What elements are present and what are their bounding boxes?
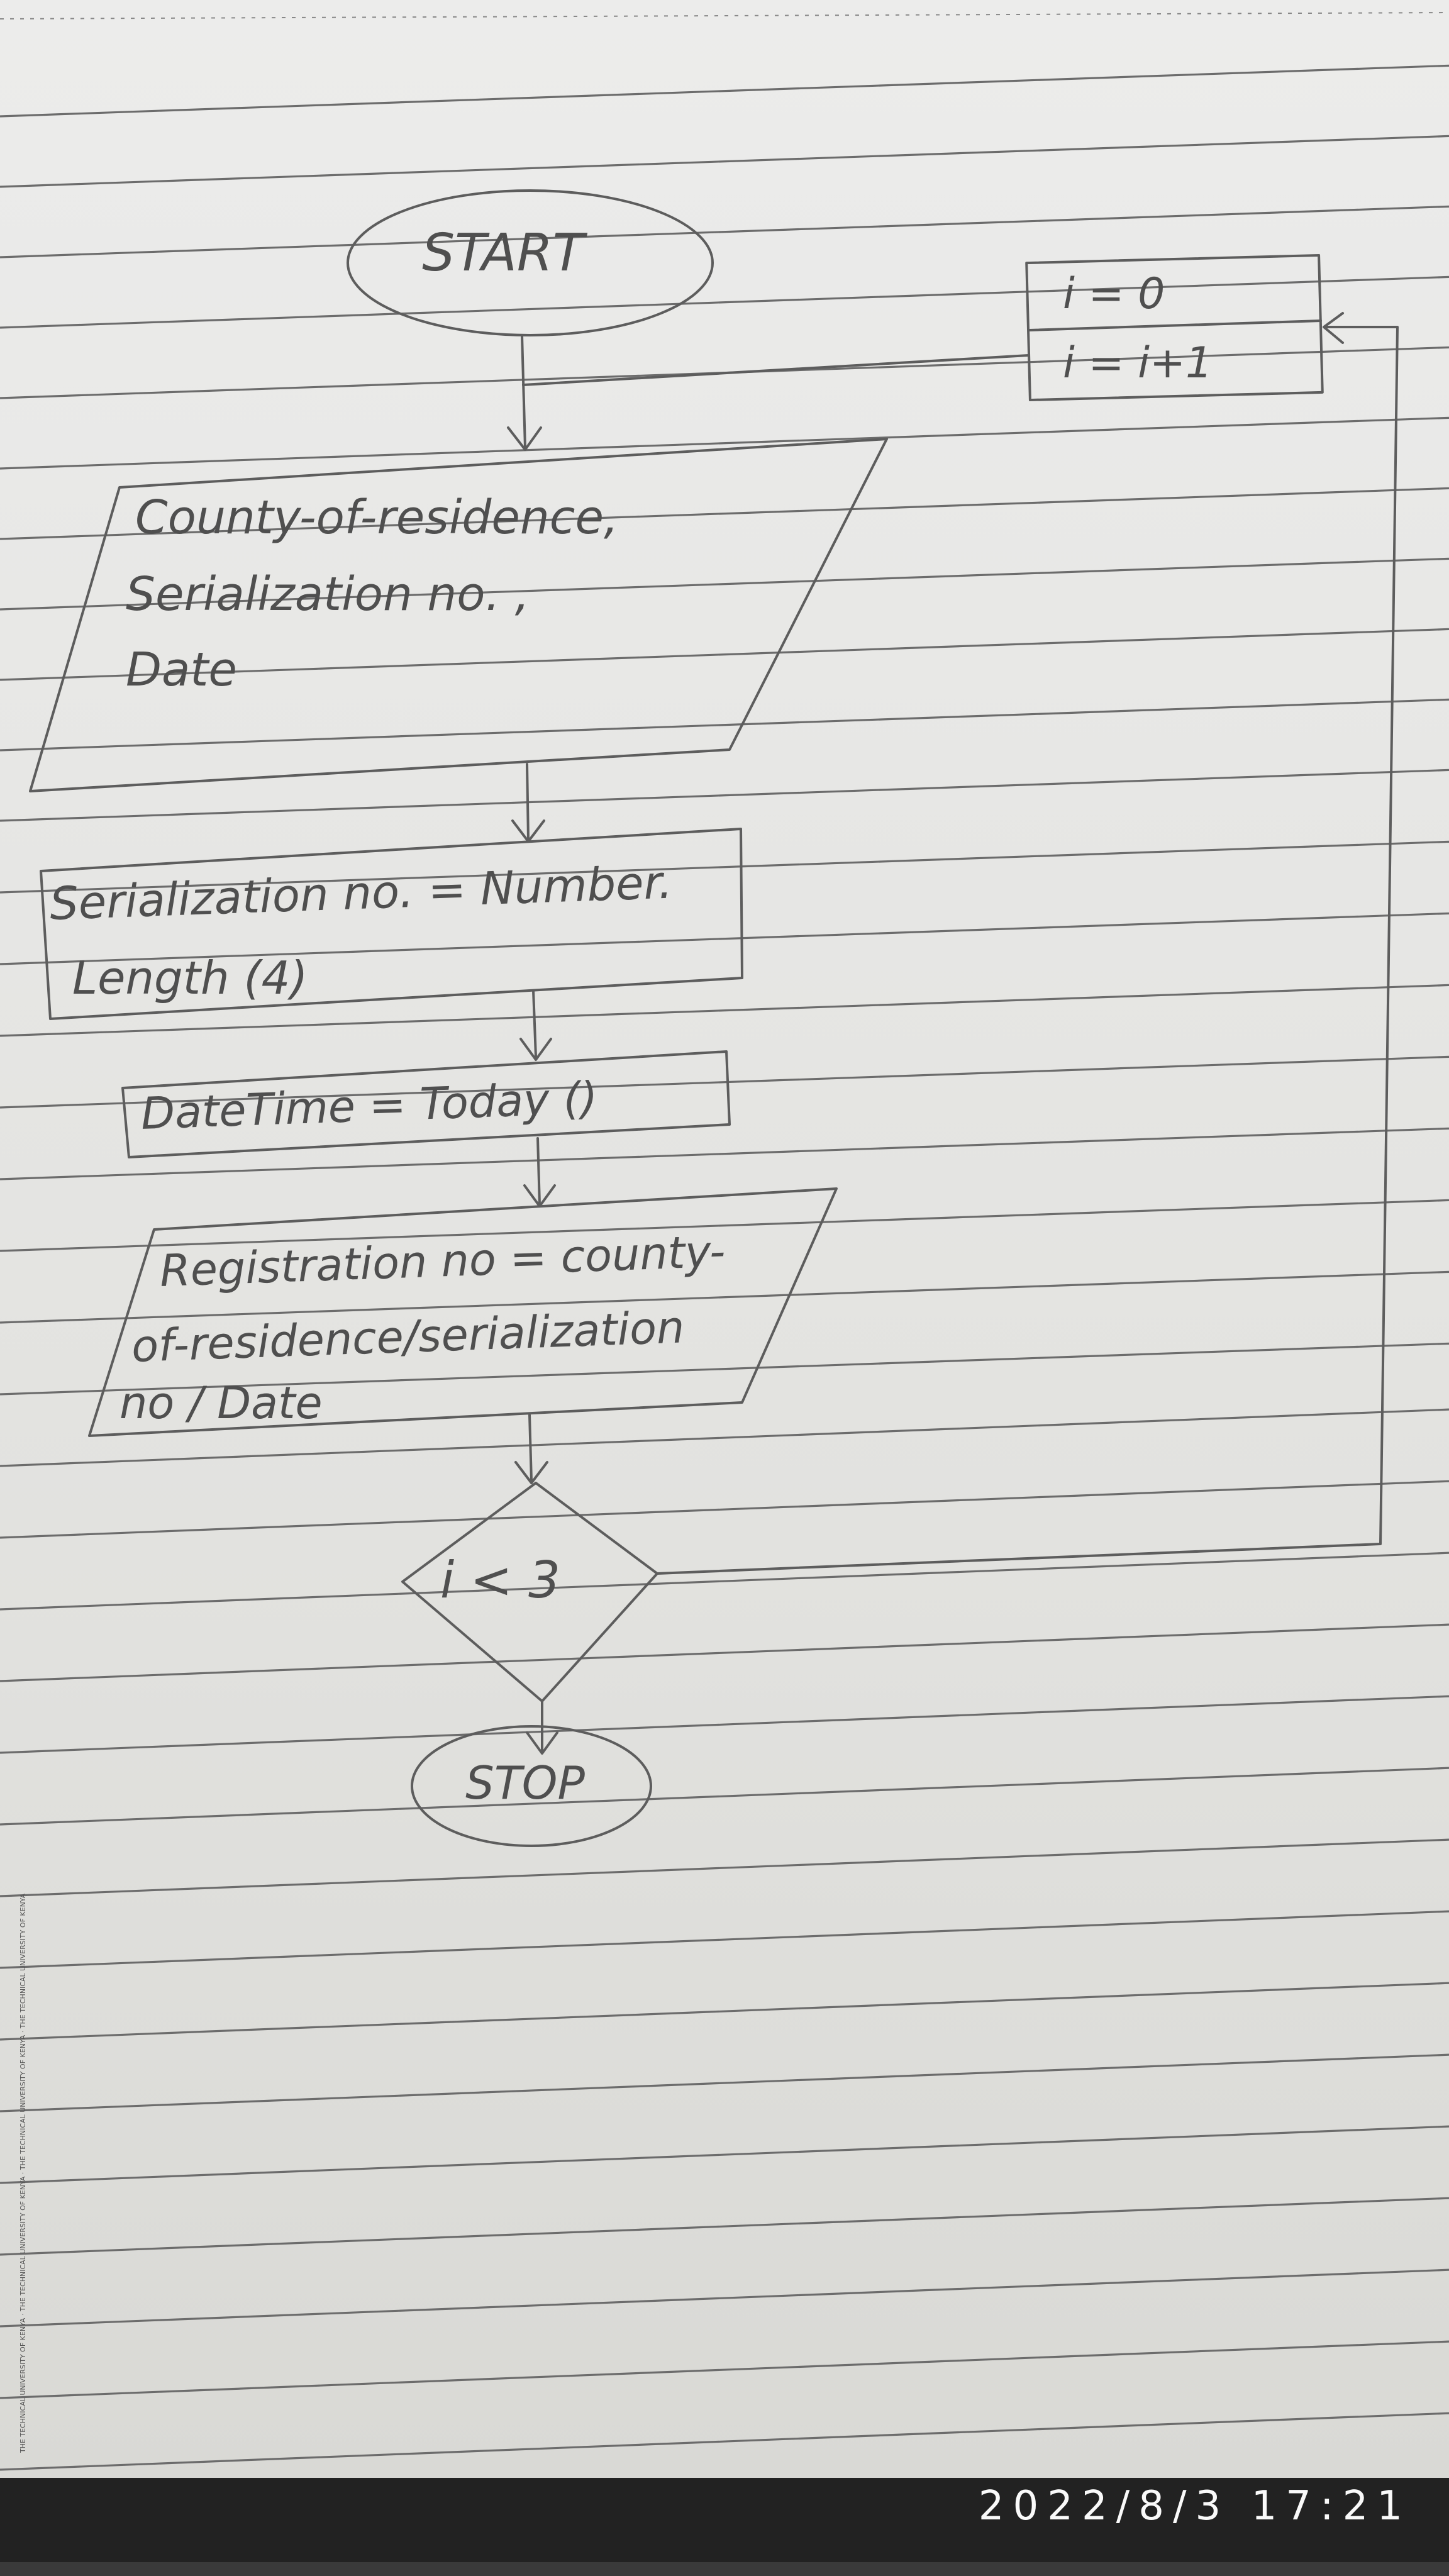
ruled-line: [0, 135, 1449, 188]
ruled-line: [0, 1767, 1449, 1826]
ruled-line: [0, 64, 1449, 118]
arrowhead-start-to-input: [507, 426, 542, 451]
loop-back-line: [656, 326, 1399, 1575]
ruled-line: [0, 487, 1449, 540]
process-serialization-box: [40, 828, 743, 1020]
process1-line-1: Serialization no. = Number.: [49, 855, 674, 930]
start-terminal: [347, 189, 714, 336]
ruled-line: [0, 275, 1449, 329]
ruled-line: [0, 2412, 1449, 2471]
input-line-2: Serialization no. ,: [126, 567, 530, 621]
ruled-line: [0, 1838, 1449, 1897]
init-increment-box: [1025, 253, 1324, 402]
ruled-line: [0, 1270, 1449, 1324]
input-line-3: Date: [126, 643, 237, 697]
init-box-divider: [1028, 319, 1322, 331]
output-line-1: Registration no = county-: [159, 1226, 726, 1297]
ruled-line: [0, 1342, 1449, 1396]
output-line-2: of-residence/serialization: [131, 1301, 686, 1372]
stop-terminal: [411, 1725, 652, 1847]
decision-label: i < 3: [440, 1551, 560, 1609]
ruled-line: [0, 1055, 1449, 1109]
ruled-line: [0, 1552, 1449, 1611]
ruled-line: [0, 1127, 1449, 1180]
ruled-line: [0, 557, 1449, 611]
arrow-process2-to-output: [536, 1137, 541, 1206]
ruled-line: [0, 1695, 1449, 1754]
arrowhead-loop-back: [1323, 312, 1344, 344]
arrowhead-process1-to-process2: [519, 1038, 552, 1061]
ruled-line: [0, 1623, 1449, 1682]
bottom-bar: [0, 2478, 1449, 2576]
init-line-1: i = 0: [1063, 269, 1165, 319]
input-parallelogram: [29, 438, 888, 792]
arrowhead-decision-to-stop: [526, 1731, 558, 1755]
ruled-line: [0, 2268, 1449, 2328]
ruled-line: [0, 1982, 1449, 2041]
ruled-line: [0, 1199, 1449, 1252]
ruled-line: [0, 698, 1449, 752]
margin-print: THE TECHNICAL UNIVERSITY OF KENYA · THE …: [19, 1893, 27, 2453]
ruled-line: [0, 2125, 1449, 2184]
ruled-line: [0, 12, 1449, 19]
photo-timestamp: 2022/8/3 17:21: [978, 2483, 1411, 2529]
ruled-line: [0, 2197, 1449, 2256]
arrow-start-to-input: [521, 334, 526, 449]
ruled-line: [0, 416, 1449, 470]
arrowhead-output-to-decision: [514, 1461, 548, 1484]
ruled-line: [0, 769, 1449, 822]
ruled-line: [0, 1480, 1449, 1539]
arrow-input-to-process1: [526, 763, 530, 841]
ruled-line: [0, 1408, 1449, 1467]
ruled-line: [0, 205, 1449, 258]
start-label: START: [422, 223, 588, 283]
connector-init-to-flow: [522, 354, 1030, 386]
ruled-line: [0, 2053, 1449, 2112]
output-parallelogram: [88, 1187, 838, 1437]
ruled-line: [0, 2340, 1449, 2399]
ruled-line: [0, 840, 1449, 894]
ruled-line: [0, 984, 1449, 1037]
ruled-line: [0, 1910, 1449, 1969]
ruled-line: [0, 628, 1449, 681]
output-line-3: no / Date: [119, 1377, 323, 1429]
arrow-output-to-decision: [528, 1414, 533, 1482]
arrow-process1-to-process2: [532, 989, 537, 1058]
process1-line-2: Length (4): [72, 952, 308, 1004]
ruled-line: [0, 912, 1449, 965]
input-line-1: County-of-residence,: [135, 491, 619, 545]
init-line-2: i = i+1: [1063, 338, 1213, 388]
process-datetime-box: [121, 1050, 731, 1158]
stop-label: STOP: [465, 1757, 585, 1809]
